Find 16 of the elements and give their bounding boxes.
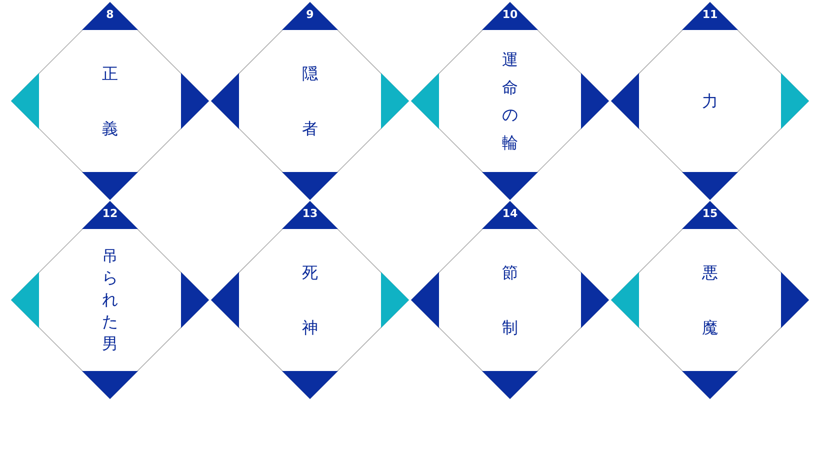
card-number: 10 [502, 9, 518, 21]
card-number: 14 [502, 208, 518, 220]
card-title: 正義 [102, 63, 118, 140]
card-number: 8 [106, 9, 114, 21]
card-title: 力 [702, 90, 718, 112]
card-number: 13 [302, 208, 318, 220]
card-title: 吊られた男 [102, 245, 118, 355]
card-title: 運命の輪 [502, 49, 518, 154]
card-title: 隠者 [302, 63, 318, 140]
card-title: 節制 [502, 262, 518, 339]
card-number: 15 [702, 208, 718, 220]
card-number: 9 [306, 9, 314, 21]
card-title: 悪魔 [702, 262, 718, 339]
card-number: 11 [702, 9, 718, 21]
card-title: 死神 [302, 262, 318, 339]
card-number: 12 [102, 208, 118, 220]
